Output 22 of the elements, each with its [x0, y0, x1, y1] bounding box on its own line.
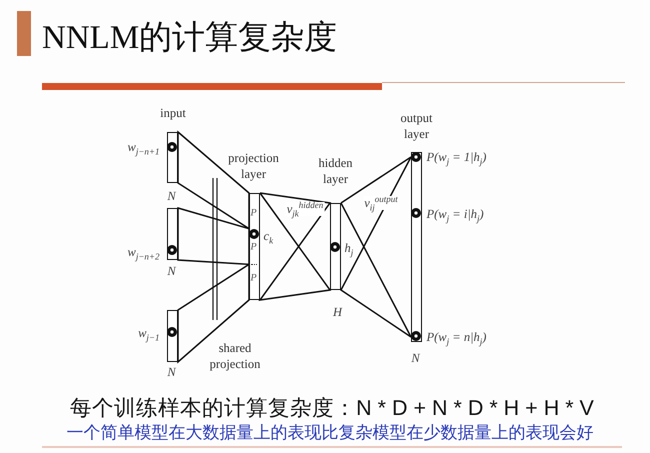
math-label: N [411, 350, 420, 364]
math-label: N [167, 264, 176, 278]
layer-label: projection layer [228, 150, 279, 182]
column-label: input [160, 105, 186, 121]
math-label: H [332, 304, 342, 318]
math-label: N [167, 364, 176, 378]
formula-text: 每个训练样本的计算复杂度：N * D + N * D * H + H * V [70, 396, 594, 420]
slide-title: NNLM的计算复杂度 [42, 19, 338, 57]
connector-line [177, 262, 250, 364]
math-label: P [250, 241, 257, 252]
connector-line [177, 130, 250, 230]
math-label: c$_{k}$ [264, 228, 274, 242]
layer-label: output layer [400, 110, 432, 142]
connector-line [340, 156, 412, 338]
connector-line [258, 192, 332, 301]
math-label: N [167, 188, 176, 202]
connector-line [177, 207, 250, 266]
note-text: 一个简单模型在大数据量上的表现比复杂模型在少数据量上的表现会好 [66, 423, 594, 443]
layer-label: shared projection [210, 340, 260, 372]
layer-label: hidden layer [318, 154, 353, 186]
math-label: P [250, 272, 257, 283]
math-label: P [250, 207, 257, 218]
